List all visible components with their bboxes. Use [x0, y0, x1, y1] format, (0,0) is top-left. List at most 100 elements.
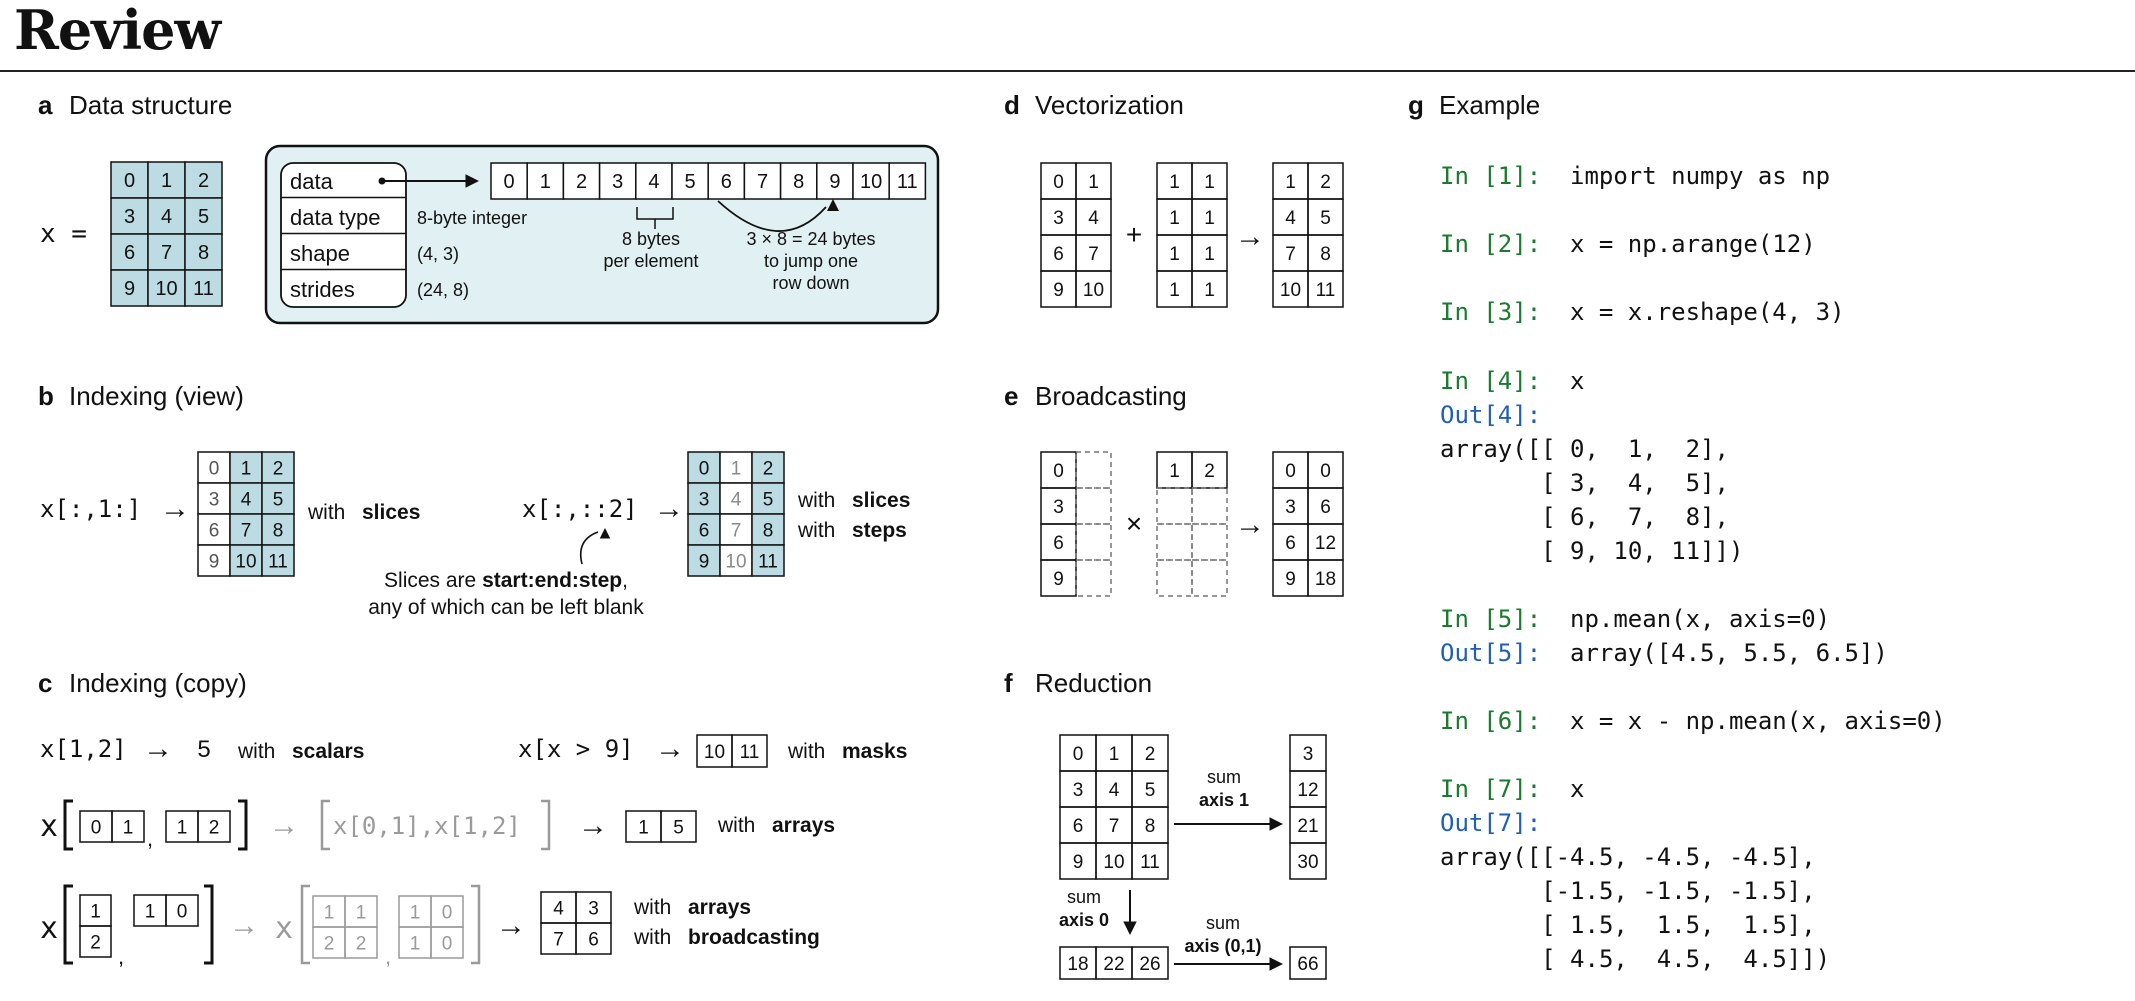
panel-f-grid-cell-11 — [1131, 842, 1169, 880]
panel-c-arrays-idx-1-cell-1 — [111, 810, 145, 843]
panel-b-arrow-2: → — [654, 492, 684, 525]
panel-d-result-value-3: 5 — [1320, 208, 1331, 229]
panel-a-jump-arc-head — [827, 199, 839, 211]
panel-c-desc-scalar-prefix: with — [237, 740, 275, 763]
panel-c-expand-bracket-right — [541, 799, 551, 851]
panel-a-memory-cell-11 — [888, 162, 927, 200]
panel-a-field-1: data type — [290, 205, 381, 230]
panel-a-memory-value-11: 11 — [897, 171, 918, 193]
panel-b-grid-2-value-10: 10 — [725, 551, 746, 572]
panel-d-operand-a-value-0: 0 — [1053, 172, 1064, 193]
panel-a-jump-note-0: 3 × 8 = 24 bytes — [746, 229, 875, 249]
panel-d-result-value-0: 1 — [1285, 172, 1296, 193]
panel-d-letter: d — [1004, 90, 1020, 120]
panel-b-note-line-1-part-0: Slices are — [384, 569, 482, 592]
panel-c-arrays-idx-2-value-1: 2 — [209, 817, 220, 838]
panel-b-grid-2-cell-2 — [751, 451, 785, 484]
panel-c-desc-bc-prefix-1: with — [633, 926, 671, 949]
panel-a-grid-value-0: 0 — [124, 170, 135, 192]
panel-b-grid-2-value-2: 2 — [763, 458, 774, 479]
panel-b-arrow-1: → — [160, 492, 190, 525]
panel-c-arrays-comma: , — [147, 826, 153, 851]
panel-c-bc-idx-2-value-1: 0 — [177, 901, 188, 922]
panel-c-result-scalar: 5 — [197, 736, 210, 763]
panel-e-row-cell-1 — [1191, 451, 1228, 489]
panel-b-grid-1-cell-11 — [261, 544, 295, 577]
panel-b-grid-2-value-1: 1 — [731, 458, 742, 479]
panel-c-bc-grid-1-value-0: 1 — [324, 902, 335, 923]
panel-f-letter: f — [1004, 668, 1013, 698]
panel-f-all-label-0: sum — [1206, 913, 1240, 933]
panel-a-memory-value-6: 6 — [721, 171, 732, 193]
panel-c-arrow-scalar: → — [143, 732, 173, 765]
panel-a-grid-cell-10 — [147, 269, 186, 307]
panel-c-desc-mask-prefix: with — [787, 740, 825, 763]
panel-g-prompt-12: In [7]: — [1440, 775, 1541, 803]
panel-a-memory-cell-5 — [671, 162, 709, 200]
panel-b-grid-1-value-4: 4 — [241, 489, 252, 510]
panel-d-operand-b-value-6: 1 — [1169, 280, 1180, 301]
panel-c-bc-arrow-2: → — [496, 909, 526, 942]
panel-f-all-arrow-head — [1269, 957, 1283, 971]
panel-b-grid-1-value-5: 5 — [273, 489, 284, 510]
panel-e-title: Broadcasting — [1035, 381, 1187, 411]
panel-e-column-value-2: 6 — [1053, 533, 1064, 554]
panel-b-desc-2-prefix-1: with — [797, 519, 835, 542]
panel-c-bc-grid-1-value-1: 1 — [356, 902, 367, 923]
panel-b-note-line-1-part-2: , — [622, 569, 628, 592]
panel-c-expr-mask: x[x > 9] — [518, 735, 634, 763]
panel-g-code-12: x — [1570, 775, 1584, 803]
panel-g-prompt-0: In [1]: — [1440, 162, 1541, 190]
panel-c-arrays-result-value-1: 5 — [673, 817, 684, 838]
panel-e-result-value-5: 12 — [1315, 533, 1336, 554]
panel-b-expr-2: x[:,::2] — [522, 495, 638, 523]
panel-b-desc-2-prefix-0: with — [797, 489, 835, 512]
panel-d-operand-a-cell-7 — [1075, 270, 1112, 308]
panel-a-memory-cell-3 — [598, 162, 637, 200]
panel-f-axis-0-label-0: sum — [1067, 887, 1101, 907]
panel-a-field-3: strides — [290, 277, 355, 302]
panel-f-grid-value-8: 8 — [1145, 816, 1156, 837]
panel-g-line-14: array([[-4.5, -4.5, -4.5], — [1440, 843, 1816, 871]
panel-f-sum-axis-1-cell-3 — [1289, 842, 1327, 880]
panel-a-memory-value-3: 3 — [612, 171, 623, 193]
panel-g-code-11: x = x - np.mean(x, axis=0) — [1570, 707, 1946, 735]
panel-c-desc-scalar-keyword: scalars — [292, 740, 364, 763]
panel-b-letter: b — [38, 381, 54, 411]
panel-d-operand-a-value-3: 4 — [1088, 208, 1099, 229]
panel-a-field-value-2: (24, 8) — [417, 280, 469, 300]
panel-e-row-stretch-cell-5 — [1191, 559, 1228, 597]
panel-b-desc-1-keyword: slices — [362, 501, 420, 524]
panel-a-memory-cell-10 — [852, 162, 890, 200]
panel-d-operand-a-value-1: 1 — [1088, 172, 1099, 193]
panel-d-result-value-1: 2 — [1320, 172, 1331, 193]
panel-d-result-cell-7 — [1307, 270, 1344, 308]
panel-f-all-label-1: axis (0,1) — [1184, 936, 1261, 956]
panel-b-desc-2-keyword-0: slices — [852, 489, 910, 512]
panel-c-bc-result-value-2: 7 — [553, 929, 564, 950]
panel-e-column-stretch-cell-0 — [1075, 451, 1112, 489]
panel-d-operand-b-value-2: 1 — [1169, 208, 1180, 229]
panel-a-memory-cell-0 — [490, 162, 528, 200]
panel-g-line-7: [ 6, 7, 8], — [1440, 503, 1729, 531]
panel-c-arrays-idx-1-value-1: 1 — [123, 817, 134, 838]
panel-c-mask-result-cell-1 — [731, 734, 768, 768]
panel-a-grid-value-6: 6 — [124, 242, 135, 264]
panel-g-prompt-10: Out[5]: — [1440, 639, 1541, 667]
panel-e-row-value-0: 1 — [1169, 461, 1180, 482]
panel-e-result-value-2: 3 — [1285, 497, 1296, 518]
panel-a-grid-value-3: 3 — [124, 206, 135, 228]
panel-d-operand-a-value-6: 9 — [1053, 280, 1064, 301]
panel-c-bc-result-value-3: 6 — [588, 929, 599, 950]
panel-c-bc-arrow-1: → — [229, 909, 259, 942]
panel-e-result-value-6: 9 — [1285, 569, 1296, 590]
panel-f-axis-0-arrow-head — [1123, 921, 1137, 935]
panel-a-field-value-1: (4, 3) — [417, 244, 459, 264]
panel-d-result-value-6: 10 — [1280, 280, 1301, 301]
panel-d-arrow: → — [1235, 220, 1265, 253]
panel-c-desc-arrays-keyword: arrays — [772, 814, 835, 837]
panel-f-grid-value-7: 7 — [1109, 816, 1120, 837]
header-rule — [0, 70, 2135, 72]
panel-a-memory-cell-8 — [779, 162, 818, 200]
